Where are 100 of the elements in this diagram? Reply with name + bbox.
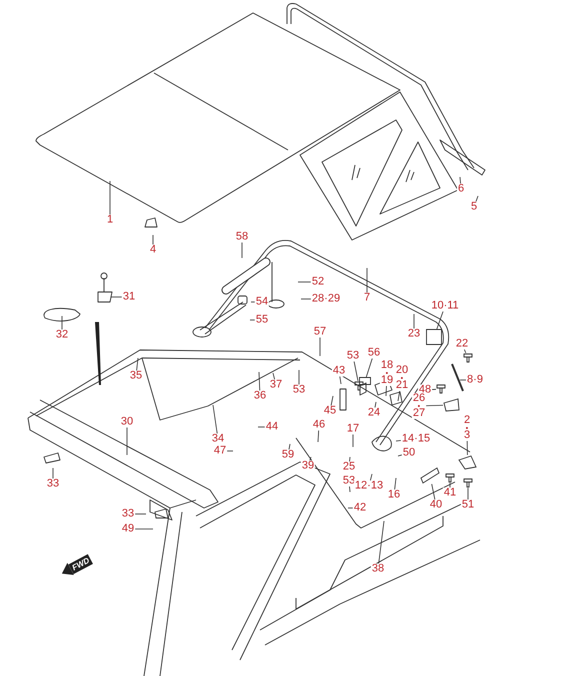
callout-number: 53: [346, 350, 360, 362]
callout-number: 24: [366, 408, 382, 418]
callout-number: 17: [346, 424, 360, 434]
callout-number: 27: [412, 408, 426, 419]
leader-line: [288, 444, 290, 450]
callout-number: 25: [342, 462, 356, 472]
callout-number: 55: [254, 314, 270, 326]
leader-line: [349, 456, 350, 462]
callout-number: 23: [406, 328, 422, 340]
callout-number: 41: [442, 488, 458, 498]
leader-line: [432, 388, 436, 390]
bolt-icon: [463, 478, 473, 488]
callout-number: 21: [394, 380, 410, 391]
callout-number: 39: [300, 460, 316, 472]
callout-number: 6: [456, 184, 466, 194]
callout-number: 20: [394, 365, 410, 376]
callout-number: 40: [428, 500, 444, 510]
callout-number: 59: [280, 450, 296, 460]
callout-number: 43: [332, 366, 346, 376]
leader-line: [464, 349, 466, 354]
callout-number: 57: [312, 326, 328, 338]
leader-line: [378, 520, 384, 564]
callout-number: 54: [254, 296, 270, 308]
leader-line: [398, 390, 400, 402]
callout-number: 42: [352, 502, 368, 514]
leader-line: [126, 427, 128, 456]
callout-number: 47: [212, 446, 228, 456]
bracket-drawing: [458, 455, 477, 470]
leader-line: [258, 426, 266, 428]
leader-line: [349, 486, 350, 492]
callout-number: 50: [402, 448, 416, 458]
leader-line: [136, 358, 138, 371]
callout-number: 16: [386, 490, 402, 500]
callout-number: 46: [312, 420, 326, 430]
leader-line: [226, 450, 234, 452]
leader-line: [309, 456, 312, 461]
leader-line: [436, 311, 444, 330]
callout-number: 5: [470, 202, 478, 212]
leader-line: [152, 234, 154, 245]
leader-line: [354, 361, 358, 382]
leader-line: [374, 402, 376, 408]
callout-number: 37: [268, 380, 284, 390]
callout-number: 10·11: [430, 300, 460, 312]
leader-line: [134, 528, 154, 530]
bolt-icon: [436, 384, 446, 394]
callout-number: 45: [322, 406, 338, 416]
bolt-icon: [463, 353, 473, 363]
leader-line: [318, 430, 320, 442]
callout-number: 7: [362, 292, 372, 304]
callout-number: 33: [46, 478, 60, 490]
leader-line: [431, 484, 436, 500]
bracket-drawing: [443, 398, 460, 412]
callout-number: 1: [106, 214, 114, 226]
leader-line: [476, 196, 478, 202]
leader-line: [300, 298, 312, 300]
callout-number: 58: [234, 232, 250, 242]
leader-line: [398, 454, 402, 456]
callout-number: 44: [264, 422, 280, 432]
callout-number: 53: [342, 476, 356, 486]
callout-number: 38: [370, 564, 386, 574]
leader-line: [386, 386, 387, 396]
leader-line: [426, 404, 444, 406]
callout-number: 3: [462, 430, 472, 441]
bolt-icon: [354, 381, 364, 391]
callout-number: 36: [252, 390, 268, 402]
callout-number: 31: [122, 292, 136, 302]
callout-number: 56: [366, 348, 382, 358]
leader-line: [298, 370, 300, 385]
callout-number: 35: [128, 370, 144, 382]
callout-number: 4: [148, 244, 158, 256]
leader-line: [330, 396, 334, 406]
callout-number: 32: [54, 330, 70, 340]
leader-line: [460, 176, 461, 184]
callout-number: 14·15: [400, 434, 432, 444]
leader-line: [366, 268, 368, 293]
leader-line: [339, 376, 342, 384]
leader-line: [352, 434, 354, 448]
leader-line: [394, 478, 396, 490]
hinge-drawing: [420, 467, 440, 484]
callout-number: 22: [454, 338, 470, 350]
callout-number: 19: [380, 375, 394, 386]
leader-line: [52, 468, 54, 479]
bolt-icon: [445, 473, 455, 483]
leader-line: [212, 404, 218, 434]
callout-number: 30: [120, 416, 134, 428]
callout-number: 53: [292, 384, 306, 396]
callout-number: 51: [460, 500, 476, 510]
callout-number: 26: [412, 393, 426, 404]
callout-number: 18: [380, 360, 394, 371]
callout-number: 33: [120, 508, 136, 520]
part-outline: [426, 329, 442, 345]
leader-line: [272, 372, 276, 380]
callout-number: 8·9: [466, 374, 484, 386]
callout-number: 2: [462, 415, 472, 426]
leader-line: [110, 296, 122, 298]
part-outline: [359, 377, 371, 385]
leader-line: [370, 474, 372, 481]
callout-number: 49: [120, 524, 136, 534]
callout-number: 12·13: [354, 480, 384, 492]
callout-number: 28·29: [310, 294, 342, 304]
